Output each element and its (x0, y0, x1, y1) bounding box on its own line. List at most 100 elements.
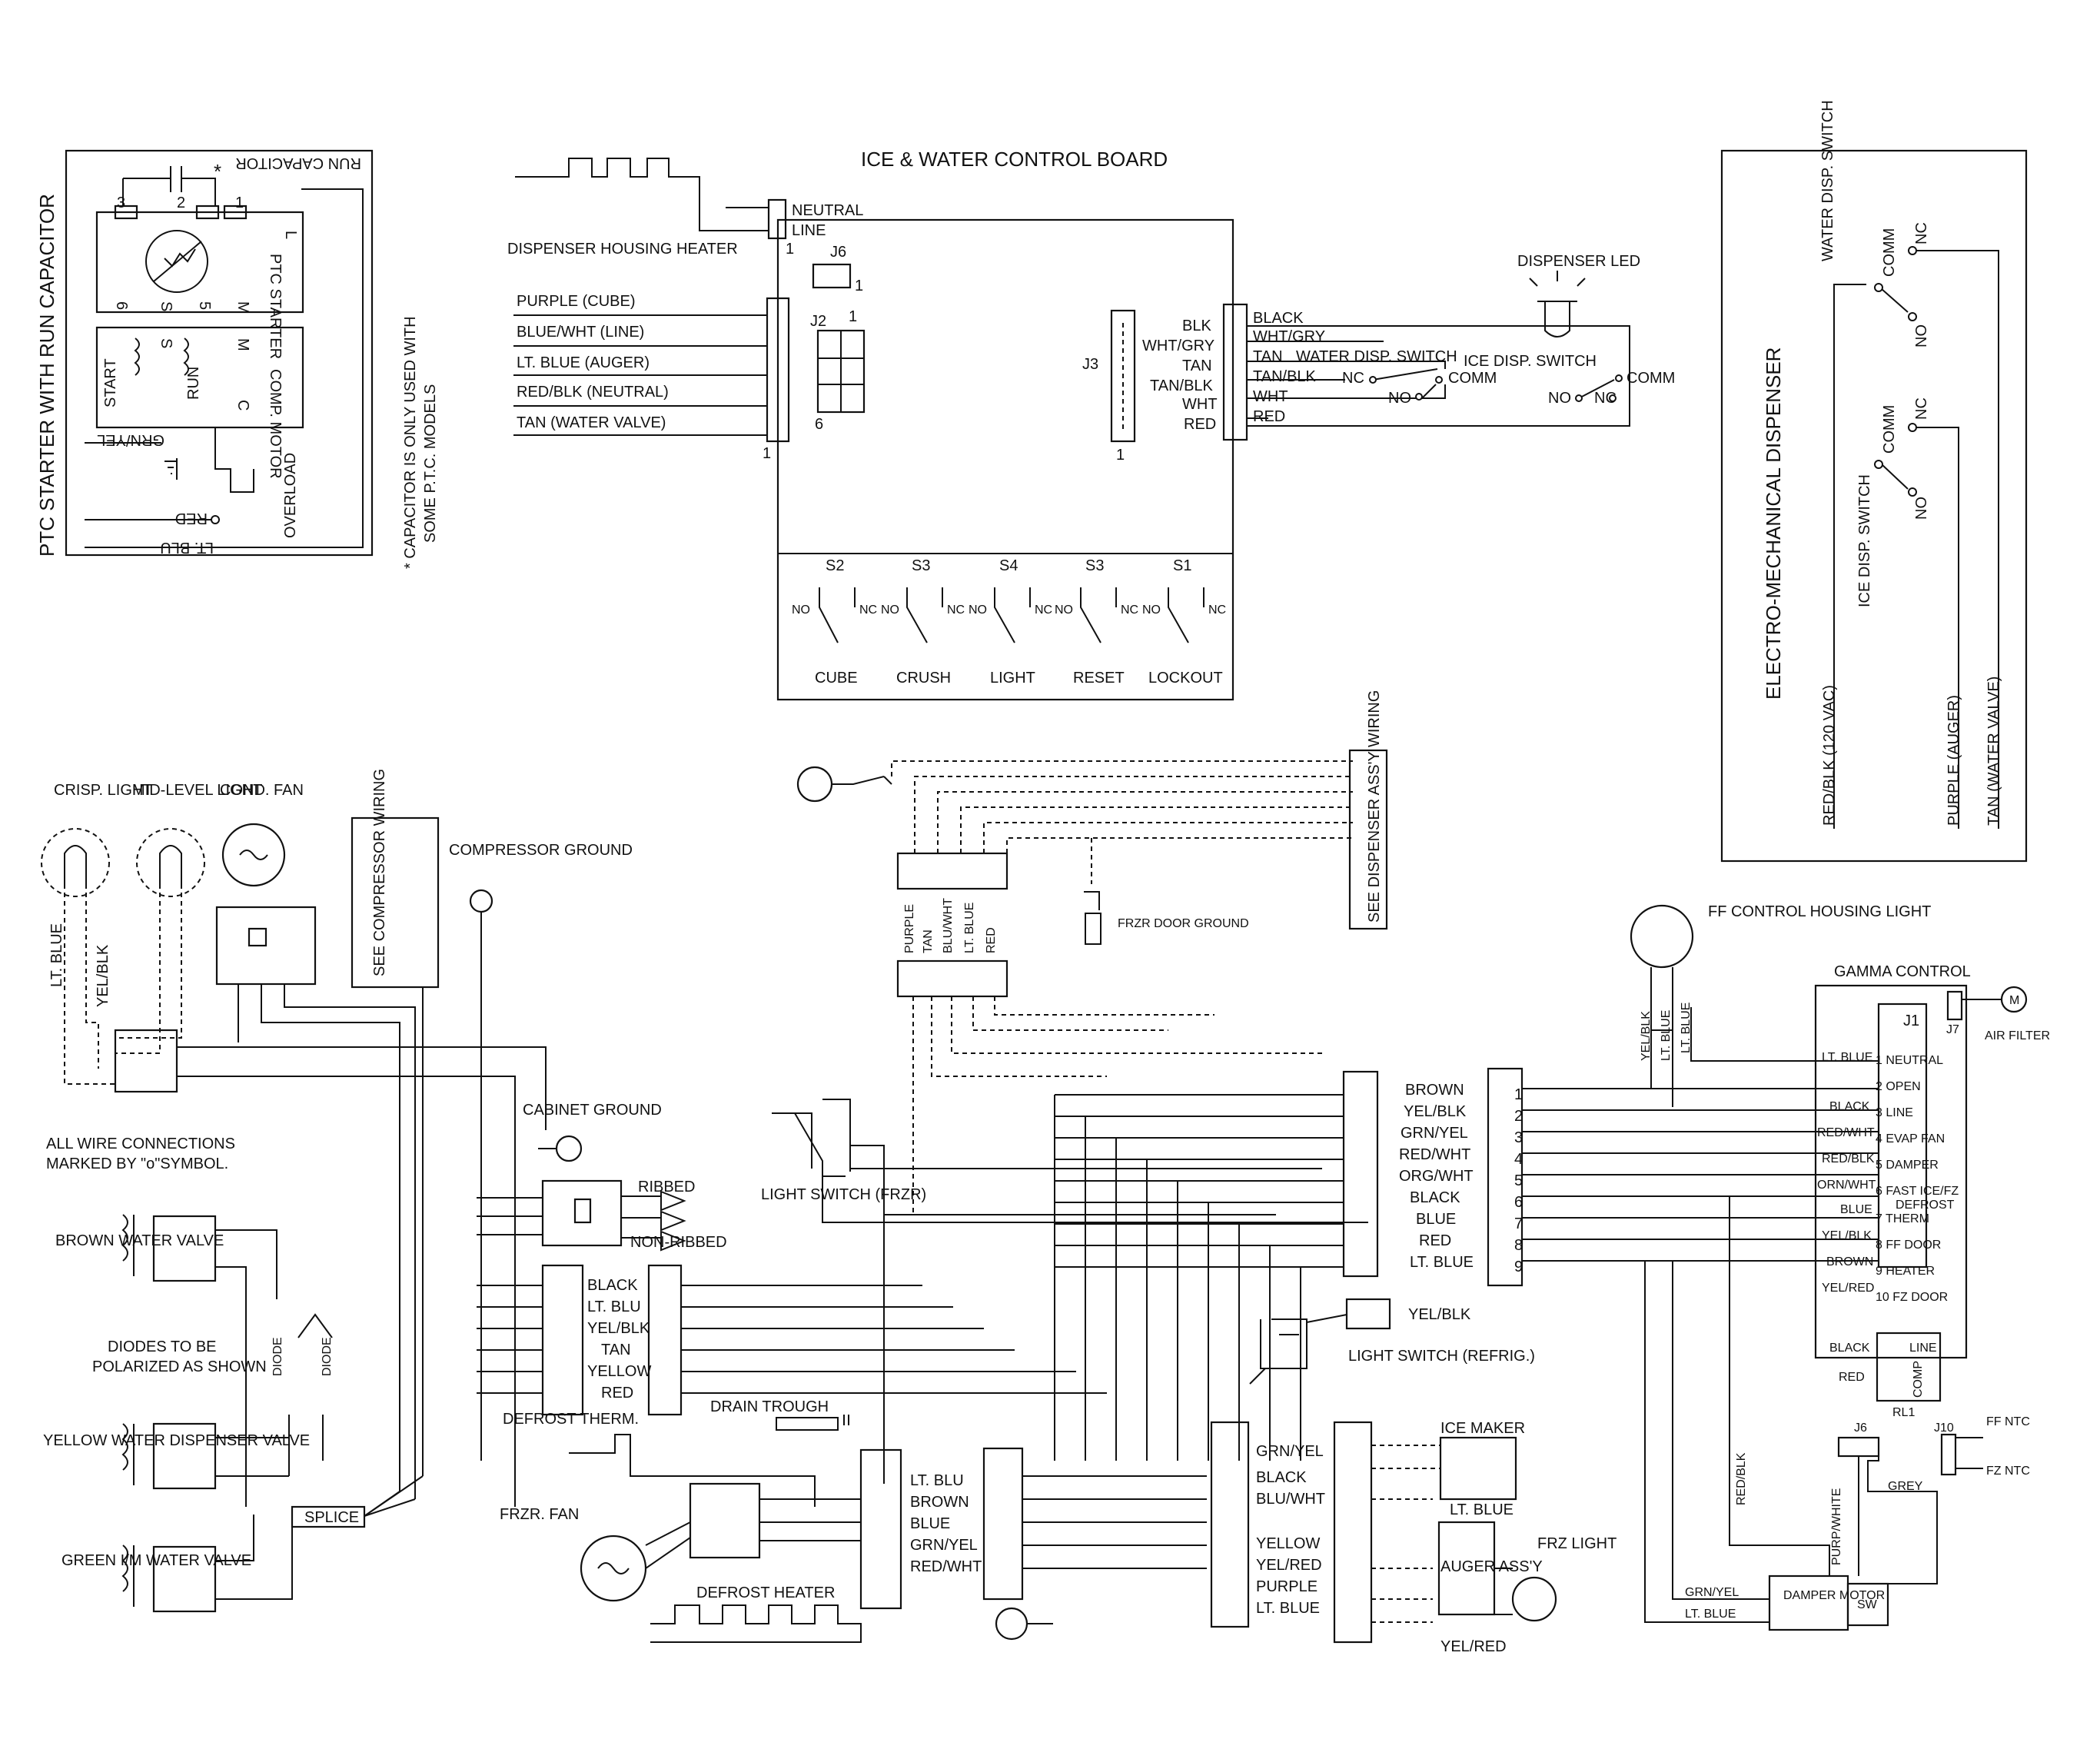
gamma-control-box (1814, 984, 1968, 1359)
auger-label: AUGER ASS'Y (1440, 1558, 1543, 1575)
drain-trough-label: DRAIN TROUGH (710, 1398, 829, 1415)
diode-right: DIODE (321, 1337, 334, 1376)
diode-left: DIODE (271, 1337, 284, 1376)
conn-yellow: YELLOW (587, 1363, 651, 1380)
ice-no-label: NO (1548, 390, 1571, 407)
center-black: BLACK (1410, 1189, 1460, 1206)
connector-wire-labels: BLACK LT. BLU YEL/BLK TAN YELLOW RED (587, 1277, 651, 1402)
center-grn-yel: GRN/YEL (1401, 1125, 1468, 1142)
yellow-valve-wires (215, 1437, 289, 1477)
input-connector-pin-1: 1 (763, 445, 771, 462)
lt-blue-gamma: LT. BLUE (1685, 1608, 1736, 1621)
ptc-pin-m: M (234, 301, 251, 314)
water-comm-label: COMM (1448, 370, 1497, 387)
evap-ground-lug (995, 1607, 1028, 1641)
switch-1-nc: NC (859, 604, 877, 617)
j1-neutral: 1 NEUTRAL (1876, 1054, 1943, 1067)
lt-blue-im-label: LT. BLUE (1450, 1501, 1514, 1518)
damper-motor-label: DAMPER MOTOR (1783, 1589, 1885, 1602)
switch-crush: CRUSH (896, 670, 951, 687)
housing-heater-element (515, 158, 769, 231)
switch-2-no: NO (881, 604, 899, 617)
gamma-num-3: 3 (1514, 1129, 1523, 1146)
run-capacitor-symbol (122, 166, 216, 206)
ice-comm-contact (1615, 374, 1623, 382)
gamma-num-2: 2 (1514, 1108, 1523, 1125)
out-tan-blk: TAN/BLK (1253, 368, 1317, 385)
gamma-num-4: 4 (1514, 1151, 1523, 1168)
center-red: RED (1419, 1232, 1451, 1249)
light-switch-frzr-symbol (772, 1099, 851, 1177)
water-comm-contact (1435, 376, 1443, 384)
j3-wht: WHT (1182, 396, 1218, 413)
gamma-num-5: 5 (1514, 1172, 1523, 1189)
switch-id-2: S3 (912, 557, 930, 574)
defrost-heater-element (650, 1604, 862, 1643)
switch-4-no: NO (1055, 604, 1073, 617)
ribbed-plug (573, 1198, 592, 1224)
center-org-wht: ORG/WHT (1399, 1168, 1474, 1185)
center-blue: BLUE (1416, 1211, 1456, 1228)
disp-blu-wht: BLU/WHT (942, 898, 955, 953)
gamma-w-orn-wht: ORN/WHT (1817, 1179, 1876, 1192)
j3-connector (1110, 309, 1136, 443)
start-winding-label: START (102, 358, 119, 407)
water-switch-arm (1372, 368, 1438, 399)
ptc-starter-section: PTC STARTER WITH RUN CAPACITOR RUN CAPAC… (35, 149, 439, 569)
j1-fz-door: 10 FZ DOOR (1876, 1291, 1948, 1304)
cabinet-ground-label: CABINET GROUND (523, 1102, 662, 1119)
j1-label: J1 (1903, 1013, 1919, 1029)
ptc-feed-wires (85, 188, 364, 548)
j3-wht-gry: WHT/GRY (1142, 338, 1214, 354)
ptc-pin-s: S (158, 301, 174, 311)
electro-mechanical-dispenser: ELECTRO-MECHANICAL DISPENSER WATER DISP.… (1720, 100, 2028, 863)
ice-nc: NC (1913, 397, 1930, 420)
switch-lockout: LOCKOUT (1148, 670, 1223, 687)
ff-light-filament (1650, 967, 1673, 1031)
ground-symbol (164, 461, 177, 474)
input-lt-blue: LT. BLUE (AUGER) (517, 354, 650, 371)
ice-disp-switch-label: ICE DISP. SWITCH (1464, 353, 1597, 370)
water-no-dot (1908, 312, 1917, 321)
cond-fan-label: COND. FAN (220, 782, 304, 799)
switch-id-1: S2 (826, 557, 844, 574)
switch-id-3: S4 (999, 557, 1018, 574)
switch-5-no: NO (1142, 604, 1161, 617)
gamma-w-lt-blue: LT. BLUE (1822, 1051, 1872, 1064)
j1-line: 3 LINE (1876, 1106, 1913, 1119)
board-outputs: BLACK WHT/GRY TAN TAN/BLK WHT RED (1247, 310, 1630, 427)
lower-left-harness (177, 912, 547, 1507)
input-blue-wht: BLUE/WHT (LINE) (517, 324, 644, 341)
switch-cube: CUBE (815, 670, 858, 687)
ribbed-label: RIBBED (638, 1179, 695, 1195)
frz-light-bulb (1511, 1576, 1557, 1622)
light-switch-frzr-label: LIGHT SWITCH (FRZR) (761, 1186, 926, 1203)
gamma-w-brown: BROWN (1826, 1255, 1873, 1269)
led-rays (1529, 271, 1586, 287)
fan-connector-right-wires (1022, 1475, 1207, 1624)
ribbed-connector (541, 1179, 623, 1247)
ptc-panel-border (65, 149, 374, 557)
air-filter-label: AIR FILTER (1985, 1029, 2050, 1042)
mid-level-light-label: MID-LEVEL LIGHT (132, 782, 262, 799)
ptc-terminal-dot (211, 515, 220, 524)
frzr-fan-label: FRZR. FAN (500, 1506, 579, 1523)
gamma-w-yel-blk: YEL/BLK (1822, 1229, 1872, 1242)
motor-pin-m: M (234, 338, 251, 351)
conn-black: BLACK (587, 1277, 638, 1294)
light-switch-frzr-wires (822, 1145, 1368, 1484)
fan-connector-left (859, 1448, 902, 1610)
green-valve-wires (215, 1515, 293, 1600)
center-lt-blue: LT. BLUE (1410, 1254, 1474, 1271)
ice-maker-label: ICE MAKER (1440, 1420, 1525, 1437)
ice-switch-arm (1578, 379, 1615, 399)
gamma-num-8: 8 (1514, 1237, 1523, 1254)
input-connector (766, 297, 790, 443)
j3-tan-blk: TAN/BLK (1150, 377, 1214, 394)
gamma-left-connector (1487, 1067, 1523, 1287)
ff-ntc-label: FF NTC (1986, 1415, 2030, 1428)
j1-connector (1877, 1003, 1928, 1269)
run-winding-label: RUN (185, 367, 202, 400)
comp-motor-label: COMP. MOTOR (267, 369, 284, 479)
